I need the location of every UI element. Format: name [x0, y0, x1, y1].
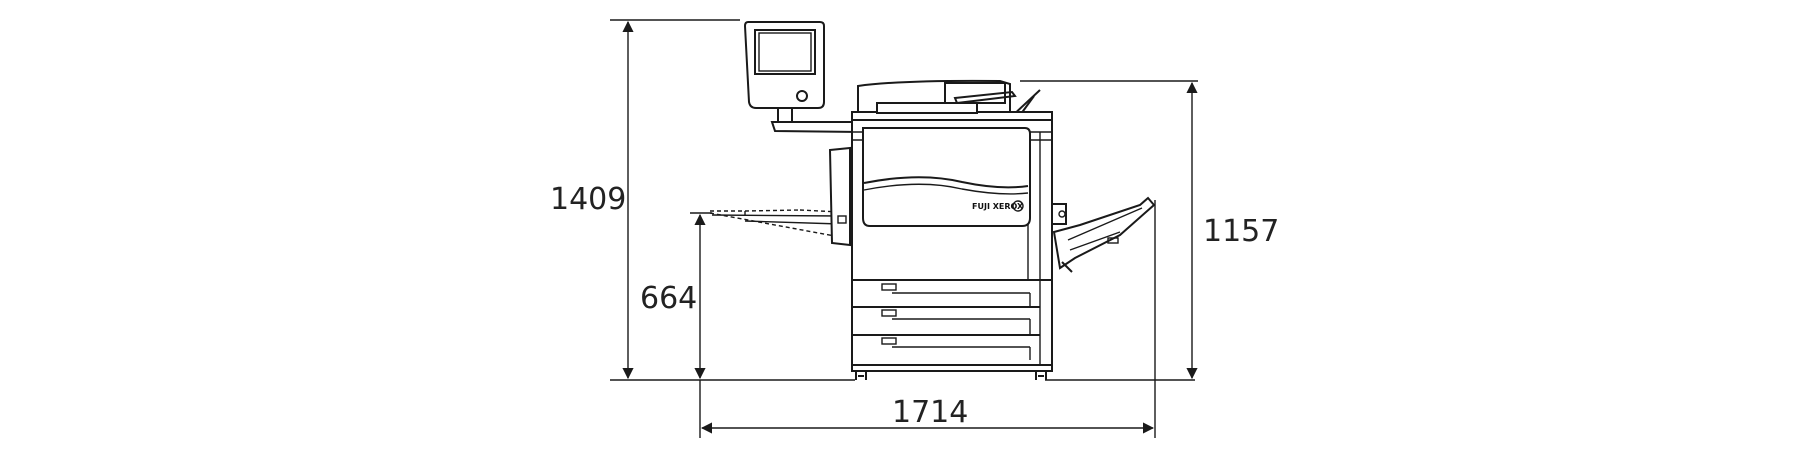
control-panel	[743, 21, 861, 134]
brand-logo: FUJI XEROX	[972, 202, 1024, 211]
dimension-lines	[610, 19, 1198, 438]
output-tray	[1051, 196, 1156, 273]
total-height-label: 1409	[550, 182, 626, 217]
printer-body: FUJI XEROX	[828, 79, 1053, 380]
tray-height-label: 664	[640, 281, 697, 316]
total-width-label: 1714	[892, 395, 968, 430]
body-height-label: 1157	[1203, 214, 1279, 249]
bypass-tray	[709, 209, 841, 238]
